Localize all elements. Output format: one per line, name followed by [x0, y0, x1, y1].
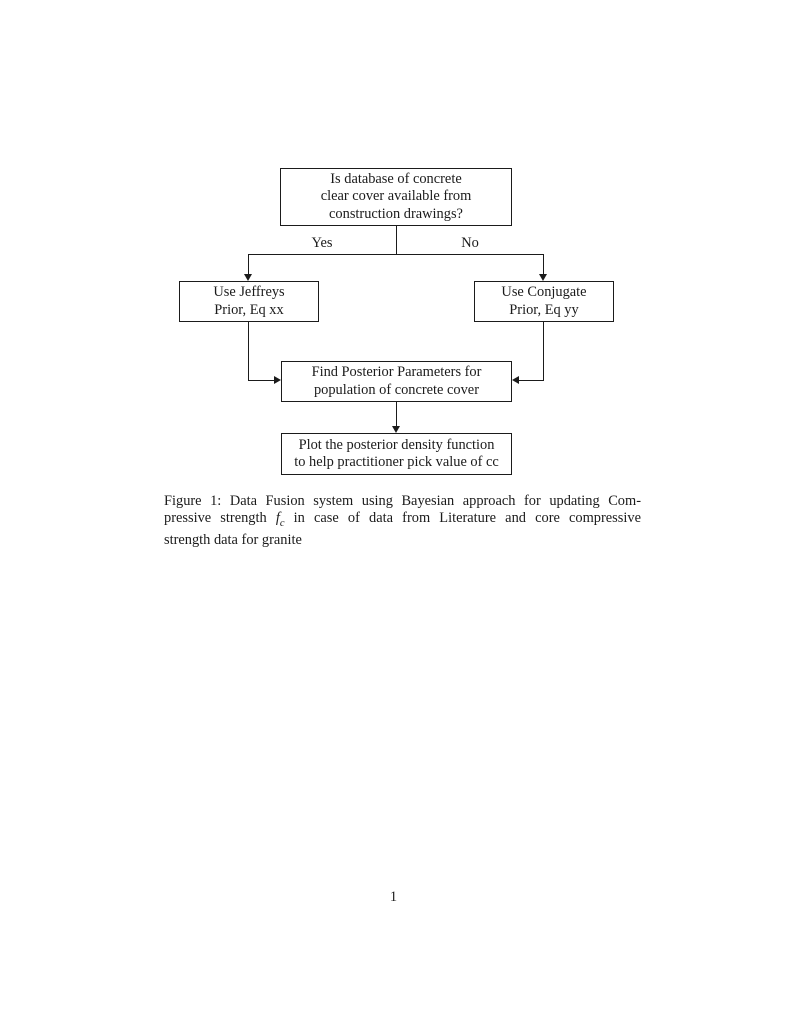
connector-decision-stem	[396, 226, 397, 254]
caption-line-2-text: in case of data from Literature and core…	[293, 510, 641, 527]
arrowhead-down-icon	[392, 426, 400, 433]
connector-jeffreys-across	[248, 380, 274, 381]
no-branch-label: No	[461, 235, 479, 251]
connector-jeffreys-down	[248, 322, 249, 381]
caption-line-3: strength data for granite	[164, 532, 302, 549]
caption-line-1: Figure 1: Data Fusion system using Bayes…	[164, 493, 641, 509]
posterior-parameters-box: Find Posterior Parameters for population…	[281, 361, 512, 402]
connector-conjugate-across	[519, 380, 544, 381]
decision-box: Is database of concrete clear cover avai…	[280, 168, 512, 226]
arrowhead-down-icon	[539, 274, 547, 281]
yes-branch-label: Yes	[311, 235, 333, 251]
math-fc-symbol: fc	[275, 510, 285, 530]
jeffreys-prior-box: Use Jeffreys Prior, Eq xx	[179, 281, 319, 322]
figure-caption: Figure 1: Data Fusion system using Bayes…	[164, 493, 641, 550]
arrowhead-left-icon	[512, 376, 519, 384]
connector-no-drop	[543, 254, 544, 275]
arrowhead-down-icon	[244, 274, 252, 281]
connector-conjugate-down	[543, 322, 544, 381]
caption-line-2: pressive strength fc in case of data fro…	[164, 510, 641, 532]
caption-line-2-text: pressive strength	[164, 510, 267, 527]
connector-posterior-stem	[396, 402, 397, 427]
page-number: 1	[389, 889, 398, 905]
conjugate-prior-box: Use Conjugate Prior, Eq yy	[474, 281, 614, 322]
connector-branch-line	[248, 254, 544, 255]
connector-yes-drop	[248, 254, 249, 275]
plot-density-box: Plot the posterior density function to h…	[281, 433, 512, 475]
arrowhead-right-icon	[274, 376, 281, 384]
